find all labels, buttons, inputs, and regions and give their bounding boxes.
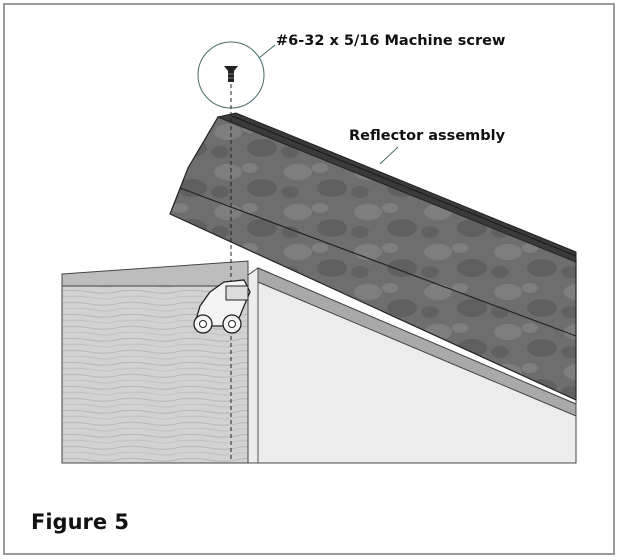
screw-callout <box>197 41 276 109</box>
figure-caption: Figure 5 <box>31 510 130 534</box>
screw-callout-label: #6-32 x 5/16 Machine screw <box>276 33 506 49</box>
screw-icon <box>224 66 238 82</box>
reflector-assembly <box>169 112 577 401</box>
mounting-panel <box>247 267 577 464</box>
bracket-clip <box>193 279 251 334</box>
reflector-leader <box>379 146 399 165</box>
reflector-callout-label: Reflector assembly <box>349 128 506 144</box>
